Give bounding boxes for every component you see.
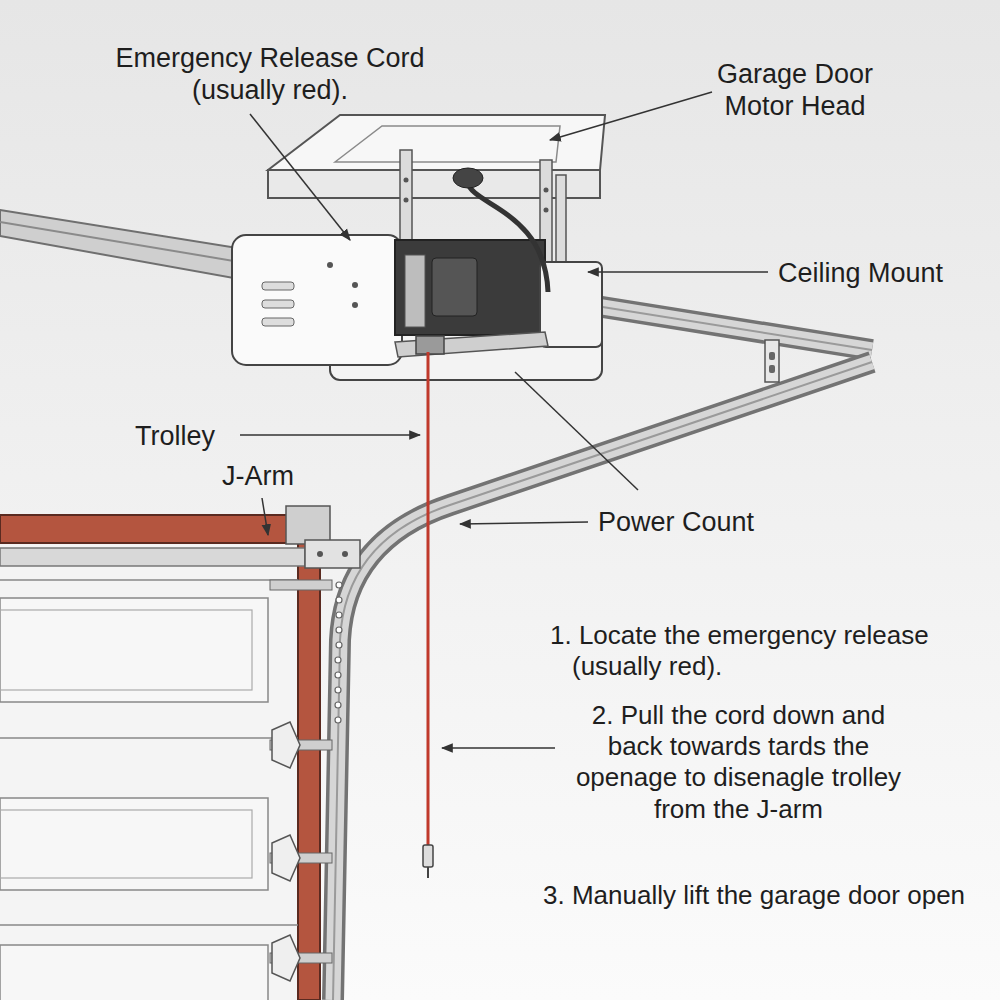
rail-channel	[590, 305, 872, 350]
power-cable	[468, 182, 548, 292]
vent	[262, 282, 294, 290]
door-section-line	[0, 737, 298, 739]
track-bracket	[765, 340, 779, 382]
ceiling-plate	[268, 115, 605, 170]
power-plug	[453, 168, 483, 188]
leader-line	[250, 114, 350, 240]
bolt	[544, 208, 549, 213]
bolt	[404, 178, 409, 183]
callout-label: Trolley	[135, 420, 215, 452]
instruction-step: 1. Locate the emergency release (usually…	[550, 620, 990, 682]
motor-body	[432, 258, 477, 316]
door-panel-inset	[0, 610, 252, 690]
j-arm-bracket	[286, 506, 330, 544]
screw	[352, 302, 358, 308]
door-top-rail	[0, 548, 305, 566]
track-hole	[335, 657, 341, 663]
callout-label: Emergency Release Cord (usually red).	[95, 42, 445, 107]
track-hole	[335, 702, 341, 708]
track-hole	[336, 612, 342, 618]
track-holes	[335, 582, 342, 723]
hinge	[272, 935, 300, 981]
screw	[352, 282, 358, 288]
callout-label: Power Count	[598, 506, 754, 538]
bolt	[342, 551, 348, 557]
motor-end-cap	[540, 262, 602, 347]
bracket-slot	[769, 365, 775, 373]
hinge	[272, 722, 300, 768]
track-hole	[335, 672, 341, 678]
callout-label: J-Arm	[222, 460, 294, 492]
door-frame	[0, 515, 300, 543]
cord-tip	[427, 867, 429, 878]
leader-line	[550, 92, 712, 140]
door-section-line	[0, 579, 298, 581]
door-panel	[0, 798, 268, 890]
motor	[395, 240, 545, 335]
bracket-slot	[769, 352, 775, 360]
leader-line	[442, 747, 555, 749]
rail	[590, 305, 872, 350]
bolt	[404, 198, 409, 203]
track-hole	[336, 627, 342, 633]
leader-line	[515, 372, 638, 490]
vent	[262, 300, 294, 308]
trolley	[416, 336, 444, 354]
track-hole	[336, 597, 342, 603]
hinge	[272, 835, 300, 881]
callout-label: Ceiling Mount	[778, 257, 943, 289]
release-cord	[427, 352, 430, 845]
rail	[590, 305, 872, 350]
leader-line	[240, 434, 420, 436]
instruction-step: 2. Pull the cord down and back towards t…	[566, 700, 911, 825]
door-panel-inset	[0, 810, 252, 878]
bolt	[317, 551, 323, 557]
cord-handle	[423, 845, 433, 867]
motor-housing	[232, 235, 402, 365]
door-section-line	[0, 924, 298, 926]
vent	[262, 318, 294, 326]
track-hole	[335, 717, 341, 723]
motor-bracket	[405, 255, 425, 327]
callout-label: Garage Door Motor Head	[700, 58, 890, 123]
instruction-step: 3. Manually lift the garage door open	[543, 880, 965, 911]
ceiling-plate-recess	[335, 126, 560, 162]
leader-line	[460, 522, 588, 524]
mount-strap	[556, 175, 566, 270]
door-panel	[0, 598, 268, 702]
screw	[327, 262, 333, 268]
roller-arm	[270, 580, 332, 590]
j-arm-plate	[305, 540, 360, 568]
bolt	[544, 188, 549, 193]
track-hole	[335, 687, 341, 693]
track-hole	[336, 642, 342, 648]
trolley-rail	[395, 332, 548, 357]
door-panel	[0, 945, 268, 1000]
leader-line	[262, 498, 268, 535]
leader-line	[588, 271, 768, 273]
track-hole	[336, 582, 342, 588]
